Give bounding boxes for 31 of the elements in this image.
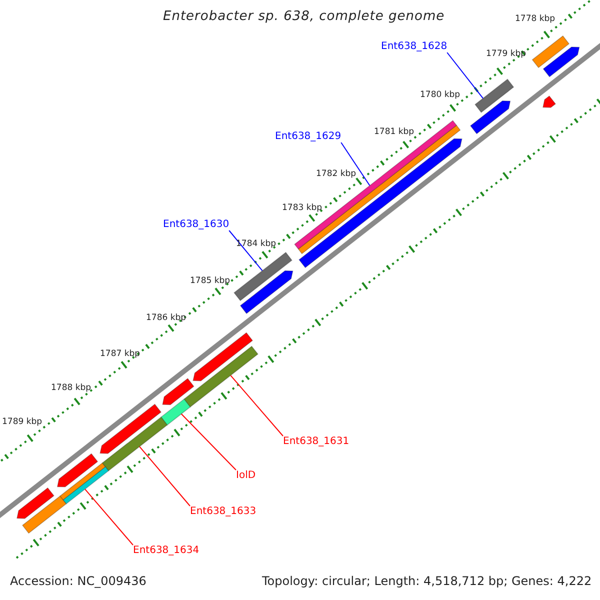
scale-label: 1786 kbp <box>146 314 186 324</box>
leader-line <box>84 488 134 546</box>
accession-text: Accession: NC_009436 <box>10 575 146 589</box>
gene-label: Ent638_1629 <box>275 131 342 142</box>
title: Enterobacter sp. 638, complete genome <box>163 10 445 25</box>
scale-label: 1787 kbp <box>100 350 140 360</box>
gene-label: Ent638_1634 <box>133 545 200 556</box>
scale-label: 1788 kbp <box>51 384 92 394</box>
scale-label: 1780 kbp <box>420 91 460 101</box>
leader-line <box>230 374 284 436</box>
scale-label: 1783 kbp <box>282 204 322 214</box>
leader-line <box>446 52 484 99</box>
gene-label: Ent638_1633 <box>190 506 256 518</box>
gene-feature <box>184 346 258 408</box>
gene-label: Ent638_1630 <box>163 219 230 230</box>
gene-label: IolD <box>236 470 256 482</box>
gene-label: Ent638_1628 <box>381 41 448 52</box>
scale-label: 1782 kbp <box>316 170 356 180</box>
leader-line <box>340 142 370 186</box>
leader-line <box>228 230 263 272</box>
scale-label: 1778 kbp <box>515 15 556 25</box>
genome-info-text: Topology: circular; Length: 4,518,712 bp; Genes: 4,222 <box>262 575 592 589</box>
scale-label: 1789 kbp <box>2 418 42 428</box>
gene-feature <box>474 78 514 113</box>
gene-label: Ent638_1631 <box>283 436 350 448</box>
gene-feature <box>234 252 292 302</box>
gene-feature <box>160 398 191 426</box>
leader-line <box>180 413 236 470</box>
scale-label: 1781 kbp <box>374 128 414 138</box>
scale-label: 1785 kbp <box>190 277 230 287</box>
gene-feature <box>102 416 168 472</box>
